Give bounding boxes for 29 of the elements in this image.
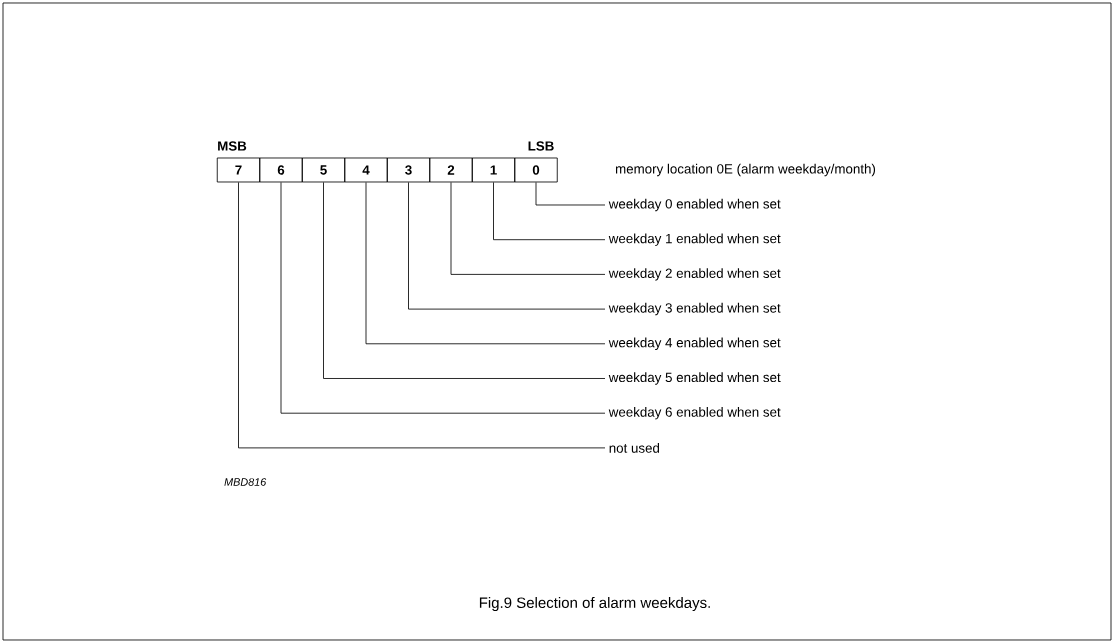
leader-line: [493, 182, 606, 241]
bit-description: weekday 3 enabled when set: [608, 302, 781, 316]
leader-line: [323, 182, 606, 379]
leader-line: [535, 182, 606, 206]
figure-caption: Fig.9 Selection of alarm weekdays.: [479, 597, 710, 611]
bit-description: weekday 0 enabled when set: [608, 198, 781, 212]
bit-cell: 3: [386, 157, 431, 183]
bit-cell: 2: [429, 157, 473, 183]
bit-description: weekday 2 enabled when set: [608, 268, 781, 281]
bit-description: weekday 4 enabled when set: [608, 337, 781, 350]
leader-line: [280, 182, 606, 414]
figure-code: MBD816: [224, 478, 267, 486]
bit-cell: 4: [344, 157, 388, 183]
leader-line: [365, 182, 606, 345]
bit-description: not used: [609, 443, 660, 453]
bit-description: weekday 1 enabled when set: [608, 233, 781, 246]
leader-line: [450, 182, 606, 275]
register-label: memory location 0E (alarm weekday/month): [616, 163, 876, 177]
bit-cell: 5: [301, 157, 346, 183]
leader-line: [238, 182, 606, 449]
bit-cell: 7: [216, 157, 261, 183]
bit-cell: 6: [259, 157, 303, 183]
bit-cell: 1: [471, 157, 516, 183]
bit-cell: 0: [514, 157, 558, 183]
bit-order-label: LSB: [528, 141, 554, 151]
bit-description: weekday 5 enabled when set: [608, 372, 781, 385]
bit-order-label: MSB: [218, 141, 247, 151]
leader-line: [408, 182, 606, 310]
bit-description: weekday 6 enabled when set: [608, 406, 781, 420]
